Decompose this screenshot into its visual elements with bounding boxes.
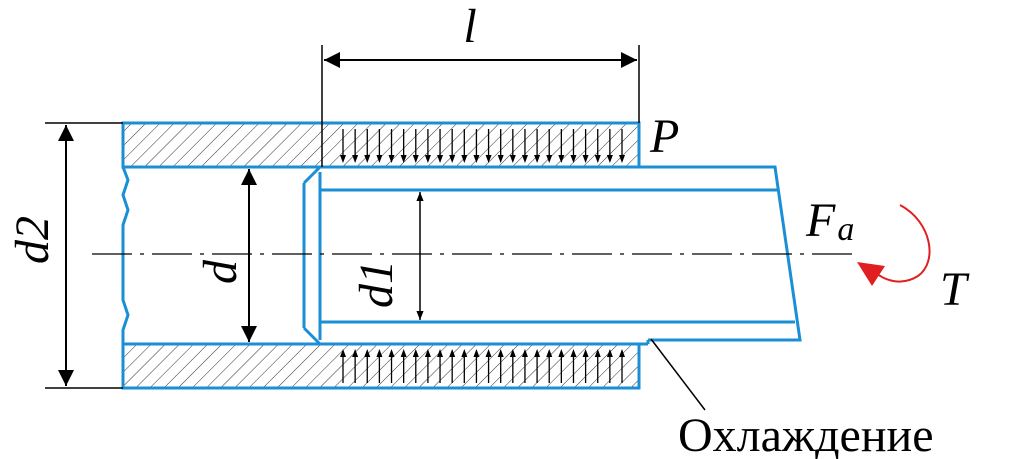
pressure-arrow bbox=[606, 129, 613, 163]
pressure-arrow bbox=[509, 349, 516, 383]
outer-diameter-label: d2 bbox=[6, 216, 59, 264]
pressure-arrow bbox=[364, 129, 371, 163]
pressure-arrow bbox=[388, 129, 395, 163]
pressure-arrow bbox=[352, 129, 359, 163]
bore-diameter-label: d bbox=[194, 259, 247, 284]
pressure-arrow bbox=[570, 129, 577, 163]
pressure-arrow bbox=[558, 129, 565, 163]
pressure-arrow bbox=[473, 129, 480, 163]
axial-force-label: Fa bbox=[805, 194, 854, 248]
pressure-arrow bbox=[364, 349, 371, 383]
shaft bbox=[302, 165, 802, 346]
pressure-arrow bbox=[534, 349, 541, 383]
dimension-d2 bbox=[45, 122, 123, 389]
pressure-arrow bbox=[424, 129, 431, 163]
pressure-arrow bbox=[473, 349, 480, 383]
pressure-arrow bbox=[412, 129, 419, 163]
dimension-l bbox=[321, 45, 640, 167]
cooling-leader bbox=[650, 338, 706, 411]
pressure-arrow bbox=[521, 129, 528, 163]
pressure-arrow bbox=[546, 349, 553, 383]
pressure-arrows-bottom bbox=[340, 349, 625, 383]
pressure-arrow bbox=[594, 129, 601, 163]
torque-arrowhead bbox=[857, 262, 885, 286]
pressure-arrow bbox=[546, 129, 553, 163]
torque-arrow bbox=[875, 204, 931, 283]
hub-top-wall bbox=[121, 121, 641, 169]
pressure-arrow bbox=[352, 349, 359, 383]
pressure-arrow bbox=[558, 349, 565, 383]
cooling-label: Охлаждение bbox=[678, 409, 934, 459]
pressure-arrow bbox=[606, 349, 613, 383]
pressure-arrow bbox=[412, 349, 419, 383]
pressure-arrow bbox=[340, 349, 346, 383]
hub-break-line bbox=[121, 166, 130, 344]
pressure-arrow bbox=[582, 349, 589, 383]
pressure-arrow bbox=[497, 129, 504, 163]
pressure-arrow bbox=[424, 349, 431, 383]
pressure-arrow bbox=[461, 349, 468, 383]
pressure-arrow bbox=[437, 129, 444, 163]
pressure-arrow bbox=[570, 349, 577, 383]
hub-bottom-wall bbox=[121, 342, 641, 390]
pressure-arrow bbox=[400, 129, 407, 163]
pressure-arrow bbox=[619, 349, 625, 383]
pressure-arrow bbox=[582, 129, 589, 163]
pressure-arrow bbox=[340, 129, 346, 163]
pressure-arrow bbox=[497, 349, 504, 383]
pressure-arrow bbox=[388, 349, 395, 383]
pressure-arrow bbox=[594, 349, 601, 383]
pressure-arrow bbox=[485, 129, 492, 163]
pressure-arrow bbox=[534, 129, 541, 163]
pressure-arrow bbox=[509, 129, 516, 163]
length-label: l bbox=[463, 0, 476, 53]
torque-label: T bbox=[940, 263, 970, 316]
pressure-arrow bbox=[437, 349, 444, 383]
pressure-arrow bbox=[376, 349, 383, 383]
pressure-arrow bbox=[400, 349, 407, 383]
pressure-arrow bbox=[461, 129, 468, 163]
pressure-label: P bbox=[649, 110, 679, 163]
pressure-arrow bbox=[619, 129, 625, 163]
pressure-arrows-top bbox=[340, 129, 625, 163]
pressure-arrow bbox=[376, 129, 383, 163]
pressure-arrow bbox=[485, 349, 492, 383]
pressure-arrow bbox=[449, 129, 456, 163]
pressure-arrow bbox=[521, 349, 528, 383]
shaft-inner-diameter-label: d1 bbox=[350, 260, 403, 308]
pressure-arrow bbox=[449, 349, 456, 383]
